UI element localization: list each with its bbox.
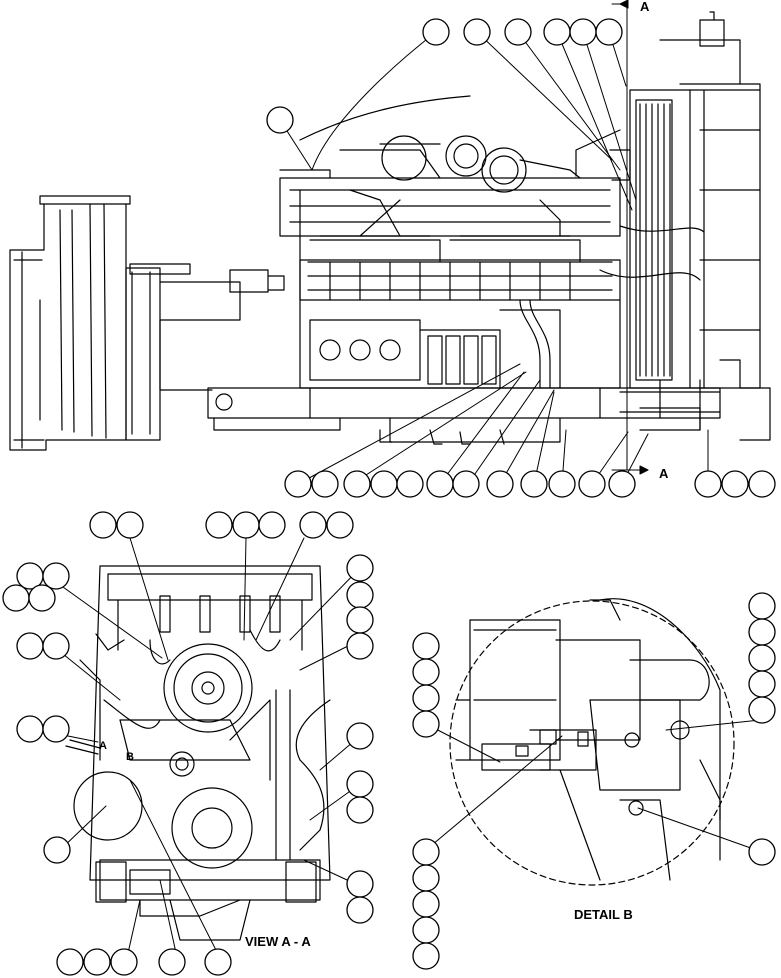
callout-balloon (463, 18, 491, 46)
callout-balloon (569, 18, 597, 46)
callout-balloon (346, 554, 374, 582)
callout-balloon (42, 715, 70, 743)
callout-balloon (694, 470, 722, 498)
detail-marker-secondary: A (99, 740, 107, 752)
callout-balloon (89, 511, 117, 539)
callout-balloon (412, 890, 440, 918)
flywheel-housing (9, 195, 285, 451)
detail-b (449, 598, 735, 886)
callout-balloon (520, 470, 548, 498)
leader-lines (55, 0, 763, 963)
radiator (599, 11, 771, 441)
callout-balloon (721, 470, 749, 498)
callout-balloon (346, 722, 374, 750)
callout-balloon (2, 584, 30, 612)
section-marker-bottom: A (659, 466, 669, 481)
callout-balloon (158, 948, 186, 976)
callout-balloon (748, 644, 776, 672)
callout-balloon (412, 864, 440, 892)
callout-balloon (205, 511, 233, 539)
callout-balloon (608, 470, 636, 498)
callout-balloon (346, 770, 374, 798)
callout-balloon (42, 632, 70, 660)
view-a-a-label: VIEW A - A (245, 934, 311, 949)
callout-balloon (486, 470, 514, 498)
callout-balloon (548, 470, 576, 498)
callout-balloon (326, 511, 354, 539)
base-frame (207, 387, 721, 445)
callout-balloon (28, 584, 56, 612)
callout-balloon (543, 18, 571, 46)
callout-balloon (595, 18, 623, 46)
callout-balloon (16, 715, 44, 743)
callout-balloon (748, 670, 776, 698)
view-a-a (65, 565, 331, 941)
callout-balloon (748, 592, 776, 620)
callout-balloon (370, 470, 398, 498)
side-view (9, 11, 771, 451)
callout-balloon (284, 470, 312, 498)
callout-balloon (422, 18, 450, 46)
callout-balloon (346, 606, 374, 634)
section-marker-top: A (640, 0, 650, 14)
callout-balloon (412, 658, 440, 686)
callout-balloon (504, 18, 532, 46)
callout-balloon (204, 948, 232, 976)
callout-balloon (56, 948, 84, 976)
callout-balloon (452, 470, 480, 498)
callout-balloon (748, 838, 776, 866)
callout-balloon (258, 511, 286, 539)
callout-balloon (110, 948, 138, 976)
turbocharger-assembly (279, 95, 621, 301)
callout-balloon (16, 632, 44, 660)
callout-balloon (343, 470, 371, 498)
callout-balloon (232, 511, 260, 539)
callout-balloon (83, 948, 111, 976)
callout-balloon (346, 870, 374, 898)
callout-balloon (42, 562, 70, 590)
callout-balloon (346, 581, 374, 609)
callout-balloon (748, 470, 776, 498)
callout-balloon (412, 916, 440, 944)
engine-block (299, 235, 621, 389)
callout-balloons (2, 18, 776, 976)
callout-balloon (396, 470, 424, 498)
callout-balloon (311, 470, 339, 498)
callout-balloon (346, 632, 374, 660)
callout-balloon (346, 896, 374, 924)
callout-balloon (299, 511, 327, 539)
callout-balloon (412, 942, 440, 970)
callout-balloon (43, 836, 71, 864)
callout-balloon (426, 470, 454, 498)
detail-b-label: DETAIL B (574, 907, 633, 922)
callout-balloon (266, 106, 294, 134)
callout-balloon (748, 696, 776, 724)
callout-balloon (412, 838, 440, 866)
callout-balloon (346, 796, 374, 824)
callout-balloon (748, 618, 776, 646)
callout-balloon (412, 632, 440, 660)
callout-balloon (412, 684, 440, 712)
callout-balloon (578, 470, 606, 498)
detail-marker: B (126, 751, 134, 763)
callout-balloon (412, 710, 440, 738)
callout-balloon (116, 511, 144, 539)
